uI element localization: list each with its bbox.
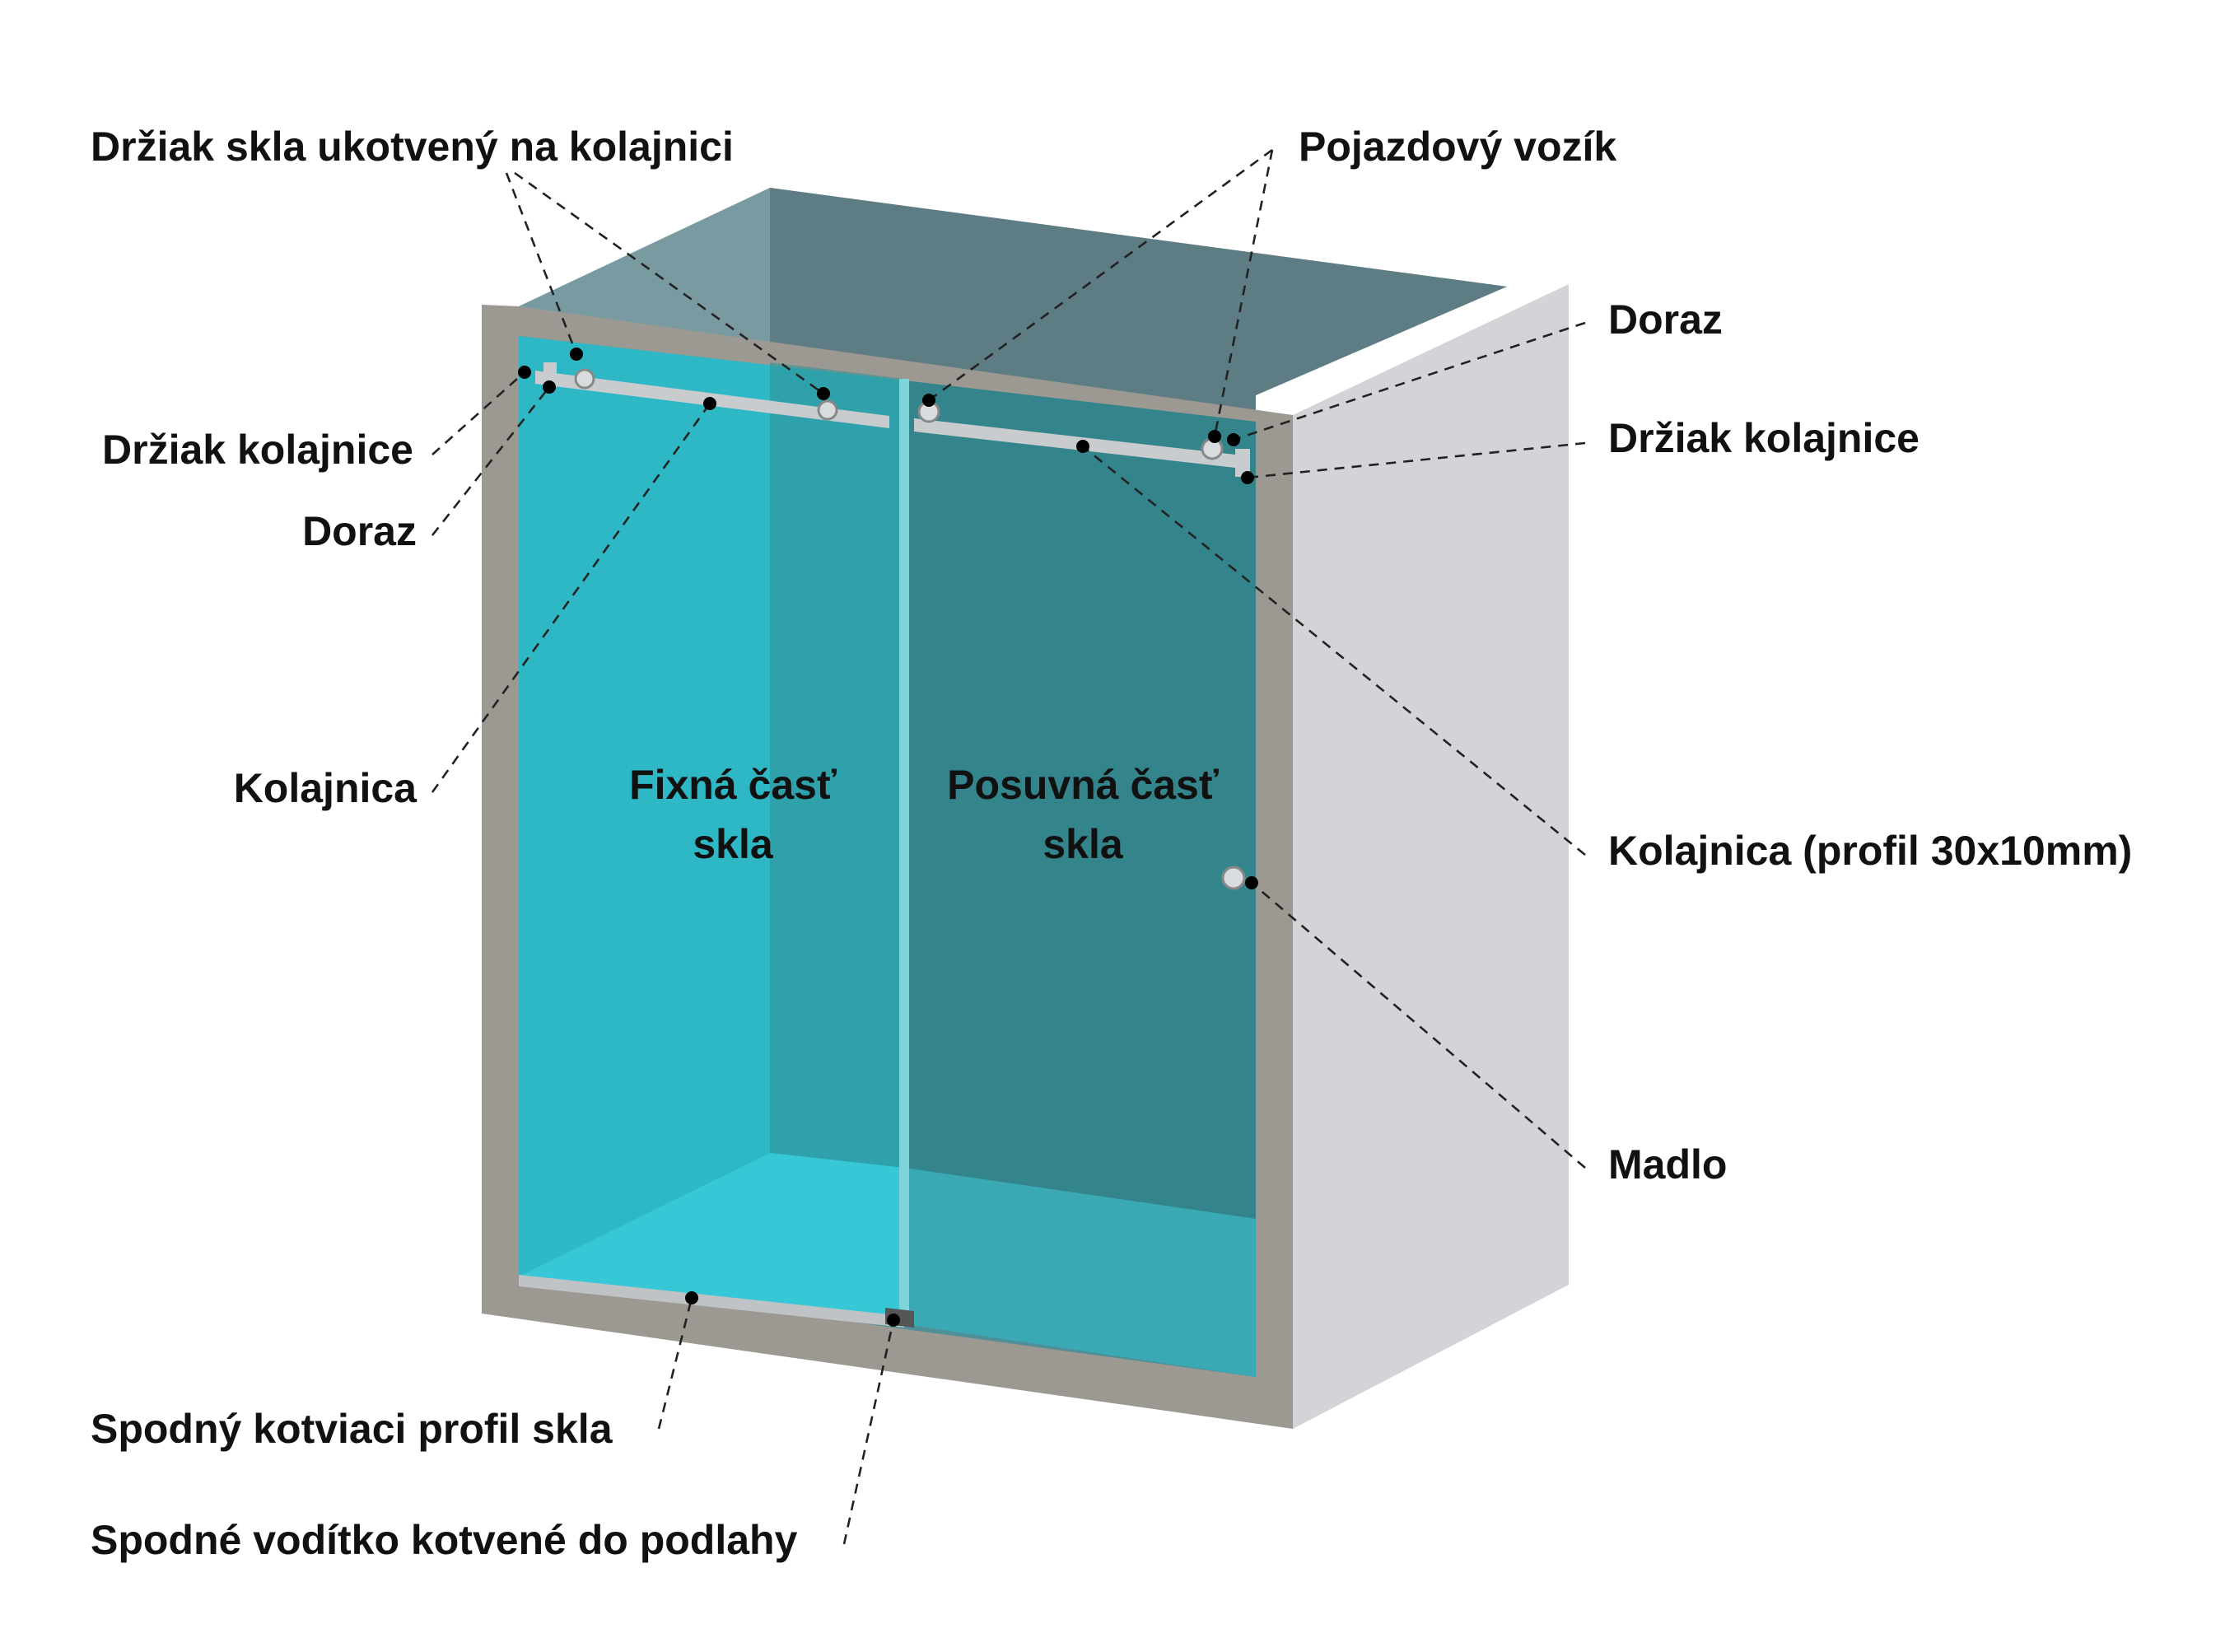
label-fixed-glass: Fixná časť skla (629, 762, 837, 867)
rail-right (914, 418, 1235, 468)
leader-rail-holder-right-dot (1241, 471, 1254, 484)
leader-carriage-a-dot (922, 394, 935, 407)
leader-rail-holder-right (1247, 441, 1586, 479)
rail-bracket-right (1235, 449, 1250, 477)
fixed-glass-shade (770, 362, 904, 1169)
leader-stop-left (431, 386, 551, 536)
handle-knob (1221, 866, 1246, 890)
bottom-profile (519, 1275, 904, 1328)
leader-bottom-profile (657, 1297, 693, 1430)
label-rail-holder-right: Držiak kolajnice (1608, 415, 1919, 461)
leader-rail-holder-left (431, 371, 525, 455)
glass-joint (899, 379, 909, 1326)
label-glass-holder-rail: Držiak skla ukotvený na kolajnici (91, 124, 734, 170)
leader-carriage-a (928, 148, 1273, 402)
floor-sliding (904, 1168, 1256, 1377)
label-stop-left: Doraz (302, 508, 417, 554)
sliding-glass-upper (904, 380, 1256, 1219)
leader-glass-holder-b (514, 171, 824, 395)
leader-stop-left-dot (543, 380, 556, 394)
label-rail-profile: Kolajnica (profil 30x10mm) (1608, 828, 2133, 874)
leader-glass-holder-a (505, 172, 578, 355)
leader-glass-holder-b-dot (817, 387, 830, 400)
leader-handle-dot (1245, 876, 1258, 889)
leader-stop-right-dot (1227, 433, 1240, 446)
leader-floor-guide-dot (887, 1314, 900, 1327)
rail-bracket-left (543, 362, 557, 387)
leader-rail-holder-left-dot (518, 366, 531, 379)
label-floor-guide: Spodné vodítko kotvené do podlahy (91, 1517, 798, 1563)
roller-1 (574, 368, 595, 390)
leader-stop-right (1233, 321, 1586, 441)
label-sliding-glass: Posuvná časť skla (947, 762, 1219, 867)
leader-handle (1251, 882, 1586, 1169)
leader-rail-left-dot (703, 397, 716, 410)
leader-carriage-b-dot (1208, 430, 1221, 443)
leader-rail-left (431, 403, 711, 793)
leader-glass-holder-a-dot (570, 348, 583, 361)
leader-lines (431, 148, 1586, 1545)
label-bottom-profile: Spodný kotviaci profil skla (91, 1406, 613, 1452)
leader-rail-profile-dot (1076, 440, 1089, 453)
floor-fixed (519, 1153, 904, 1324)
leader-floor-guide (842, 1319, 895, 1545)
right-wall (1293, 284, 1569, 1429)
leader-bottom-profile-dot (685, 1291, 698, 1304)
label-stop-right: Doraz (1608, 296, 1723, 343)
label-handle: Madlo (1608, 1141, 1728, 1188)
leader-rail-profile (1082, 445, 1586, 856)
roller-2 (817, 399, 838, 421)
label-carriage: Pojazdový vozík (1299, 124, 1617, 170)
leader-carriage-b (1213, 149, 1274, 437)
label-rail-left: Kolajnica (233, 765, 417, 811)
label-rail-holder-left: Držiak kolajnice (102, 427, 413, 473)
